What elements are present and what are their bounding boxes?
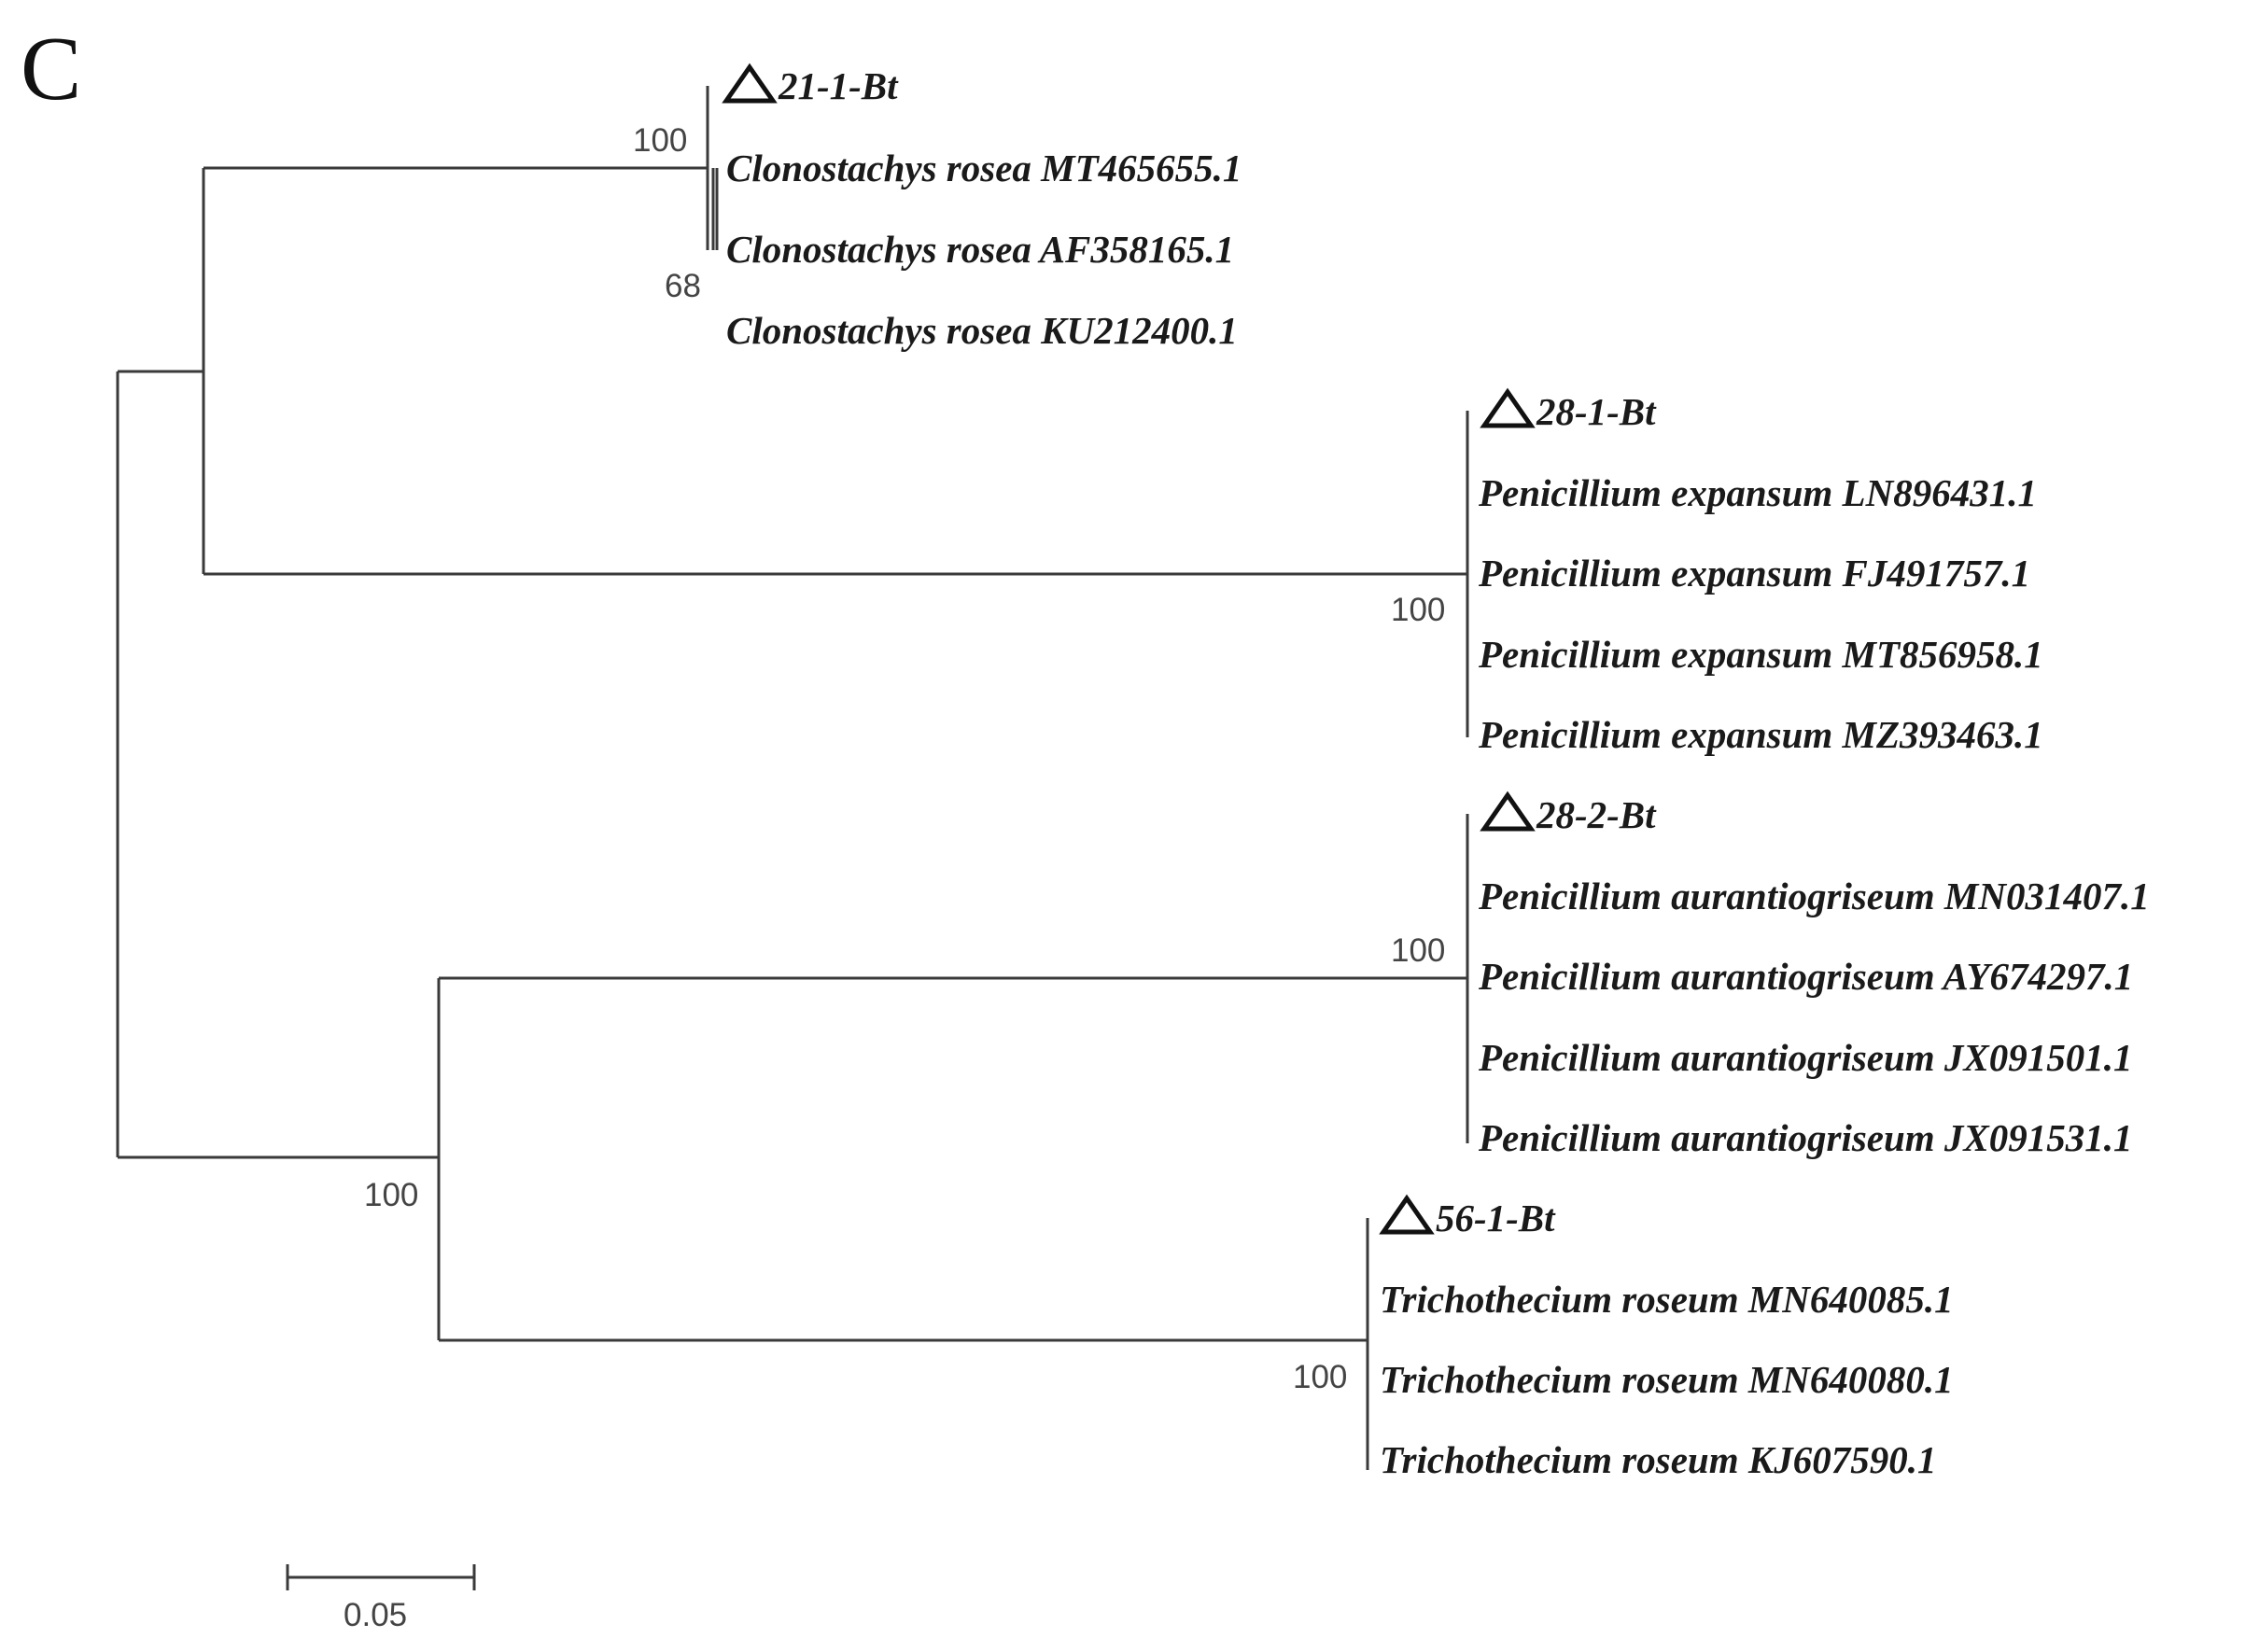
triangle-outline-icon xyxy=(1379,1194,1435,1235)
taxon-label: Clonostachys rosea AF358165.1 xyxy=(726,228,1234,271)
taxon-label: 56-1-Bt xyxy=(1436,1197,1556,1239)
support-value-clonostachys-subclade: 68 xyxy=(665,268,701,304)
tree-branches xyxy=(116,86,1469,1470)
triangle-outline-icon xyxy=(1480,791,1536,832)
clade-trichothecium: 56-1-Bt Trichothecium roseum MN640085.1 … xyxy=(1379,1194,1954,1481)
taxon-label: 21-1-Bt xyxy=(778,64,899,107)
taxon-label: Penicillium expansum MZ393463.1 xyxy=(1478,713,2043,756)
support-value-expansum: 100 xyxy=(1391,592,1445,628)
taxon-label: 28-1-Bt xyxy=(1536,390,1657,433)
taxon-label: Trichothecium roseum MN640085.1 xyxy=(1380,1278,1954,1321)
taxon-label: Penicillium expansum MT856958.1 xyxy=(1478,633,2043,676)
clade-clonostachys: 21-1-Bt Clonostachys rosea MT465655.1 Cl… xyxy=(722,63,1242,352)
taxon-label: Penicillium aurantiogriseum AY674297.1 xyxy=(1478,955,2133,998)
scale-bar-label: 0.05 xyxy=(344,1597,407,1633)
support-value-lower-node: 100 xyxy=(364,1177,418,1213)
taxon-label: Trichothecium roseum MN640080.1 xyxy=(1380,1358,1954,1401)
triangle-outline-icon xyxy=(1480,387,1536,428)
taxon-label: 28-2-Bt xyxy=(1536,793,1657,836)
taxon-label: Penicillium aurantiogriseum MN031407.1 xyxy=(1478,875,2150,917)
triangle-outline-icon xyxy=(722,63,778,104)
support-values: 100 68 100 100 100 100 xyxy=(364,122,1445,1395)
taxon-label: Penicillium aurantiogriseum JX091501.1 xyxy=(1478,1036,2133,1079)
taxon-label: Trichothecium roseum KJ607590.1 xyxy=(1380,1438,1936,1481)
panel-label: C xyxy=(21,19,81,119)
clade-penicillium-expansum: 28-1-Bt Penicillium expansum LN896431.1 … xyxy=(1478,387,2043,756)
support-value-clonostachys: 100 xyxy=(633,122,687,159)
support-value-aurantiogriseum: 100 xyxy=(1391,932,1445,969)
taxon-label: Clonostachys rosea KU212400.1 xyxy=(726,309,1238,352)
scale-bar: 0.05 xyxy=(286,1564,476,1633)
taxon-label: Clonostachys rosea MT465655.1 xyxy=(726,147,1242,189)
support-value-trichothecium: 100 xyxy=(1293,1359,1347,1395)
taxon-label: Penicillium expansum LN896431.1 xyxy=(1478,471,2037,514)
taxon-label: Penicillium aurantiogriseum JX091531.1 xyxy=(1478,1116,2133,1159)
taxon-label: Penicillium expansum FJ491757.1 xyxy=(1478,552,2030,595)
clade-penicillium-aurantiogriseum: 28-2-Bt Penicillium aurantiogriseum MN03… xyxy=(1478,791,2150,1159)
